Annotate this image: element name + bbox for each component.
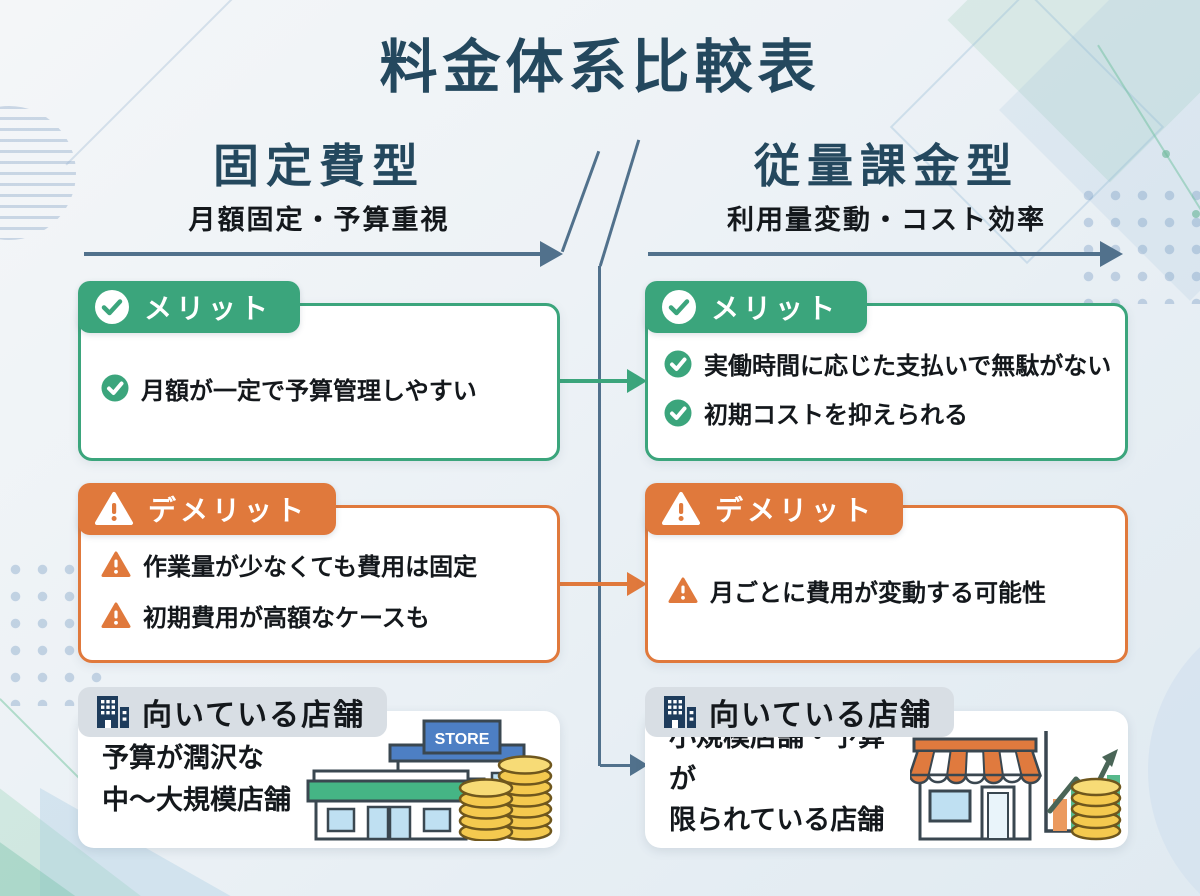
pay-column-arrow-icon xyxy=(1100,241,1123,267)
warning-icon xyxy=(668,577,698,603)
demerit-connector-line xyxy=(557,582,629,586)
merit-tab-pay: メリット xyxy=(645,281,868,333)
small-shop-chart-coins-illustration xyxy=(910,730,1122,840)
demerit-item: 月ごとに費用が変動する可能性 xyxy=(668,573,1113,608)
deco-green-dot xyxy=(1192,210,1200,218)
warning-triangle-icon xyxy=(95,492,133,525)
demerit-tab-label: デメリット xyxy=(715,495,876,526)
merit-item-text: 月額が一定で予算管理しやすい xyxy=(141,377,477,405)
building-icon xyxy=(97,696,129,728)
check-circle-icon xyxy=(662,290,696,324)
column-divider-slash xyxy=(598,139,641,267)
demerit-item-text: 初期費用が高額なケースも xyxy=(143,605,430,632)
demerit-tab-fixed: デメリット xyxy=(78,483,337,535)
merit-connector-arrow-icon xyxy=(627,369,647,393)
demerit-item-text: 作業量が少なくても費用は固定 xyxy=(143,554,478,581)
fixed-column-axis-line xyxy=(84,252,542,256)
demerit-connector-arrow-icon xyxy=(627,572,647,596)
column-subtitle-pay-per-use: 利用量変動・コスト効率 xyxy=(727,205,1046,235)
column-header-fixed-fee: 固定費型 xyxy=(213,140,425,192)
bottom-connector-line xyxy=(600,764,632,767)
merit-item: 実働時間に応じた支払いで無駄がない xyxy=(664,346,1113,381)
check-circle-icon xyxy=(95,290,129,324)
warning-icon xyxy=(101,551,131,577)
check-icon xyxy=(664,350,692,377)
building-icon xyxy=(664,696,696,728)
coin-stack xyxy=(1070,777,1122,840)
merit-item: 初期コストを抑えられる xyxy=(664,395,1113,430)
large-stores-coins-illustration: STORE xyxy=(306,719,553,841)
suitable-header-fixed: 向いている店舗 xyxy=(78,687,388,737)
deco-ring-bottom-right xyxy=(1148,598,1200,896)
merit-tab-fixed: メリット xyxy=(78,281,301,333)
merit-item: 月額が一定で予算管理しやすい xyxy=(101,371,545,406)
page-title: 料金体系比較表 xyxy=(379,35,821,100)
deco-dot-grid-top-right xyxy=(1075,182,1200,304)
column-subtitle-fixed-fee: 月額固定・予算重視 xyxy=(188,205,450,235)
coin-stack xyxy=(458,754,553,841)
check-icon xyxy=(101,374,129,402)
deco-green-dot xyxy=(1162,150,1170,158)
suitable-text: 予算が潤沢な 中〜大規模店舗 xyxy=(102,742,291,815)
pay-column-axis-line xyxy=(648,252,1102,256)
merit-tab-label: メリット xyxy=(144,293,273,324)
demerit-tab-label: デメリット xyxy=(148,495,309,526)
warning-triangle-icon xyxy=(662,492,700,525)
store-sign-text: STORE xyxy=(435,731,490,748)
suitable-header-pay: 向いている店舗 xyxy=(645,687,955,737)
demerit-item: 作業量が少なくても費用は固定 xyxy=(101,547,545,582)
bottom-connector-arrow-icon xyxy=(630,754,648,776)
demerit-item-text: 月ごとに費用が変動する可能性 xyxy=(710,579,1046,607)
suitable-header-label: 向いている店舗 xyxy=(709,699,933,732)
merit-item-text: 初期コストを抑えられる xyxy=(704,402,968,429)
demerit-tab-pay: デメリット xyxy=(645,483,904,535)
merit-item-text: 実働時間に応じた支払いで無駄がない xyxy=(704,353,1112,380)
demerit-item: 初期費用が高額なケースも xyxy=(101,598,545,633)
column-divider-slash xyxy=(560,150,601,253)
center-connector-line xyxy=(598,266,601,766)
suitable-card-fixed: 予算が潤沢な 中〜大規模店舗 STORE xyxy=(78,711,560,848)
deco-striped-circle xyxy=(0,106,76,240)
merit-connector-line xyxy=(557,379,629,383)
warning-icon xyxy=(101,602,131,628)
merit-panel-fixed: 月額が一定で予算管理しやすい xyxy=(78,303,560,461)
suitable-header-label: 向いている店舗 xyxy=(142,699,366,732)
check-icon xyxy=(664,399,692,426)
column-header-pay-per-use: 従量課金型 xyxy=(754,140,1019,192)
merit-tab-label: メリット xyxy=(711,293,840,324)
fixed-column-arrow-icon xyxy=(540,241,563,267)
